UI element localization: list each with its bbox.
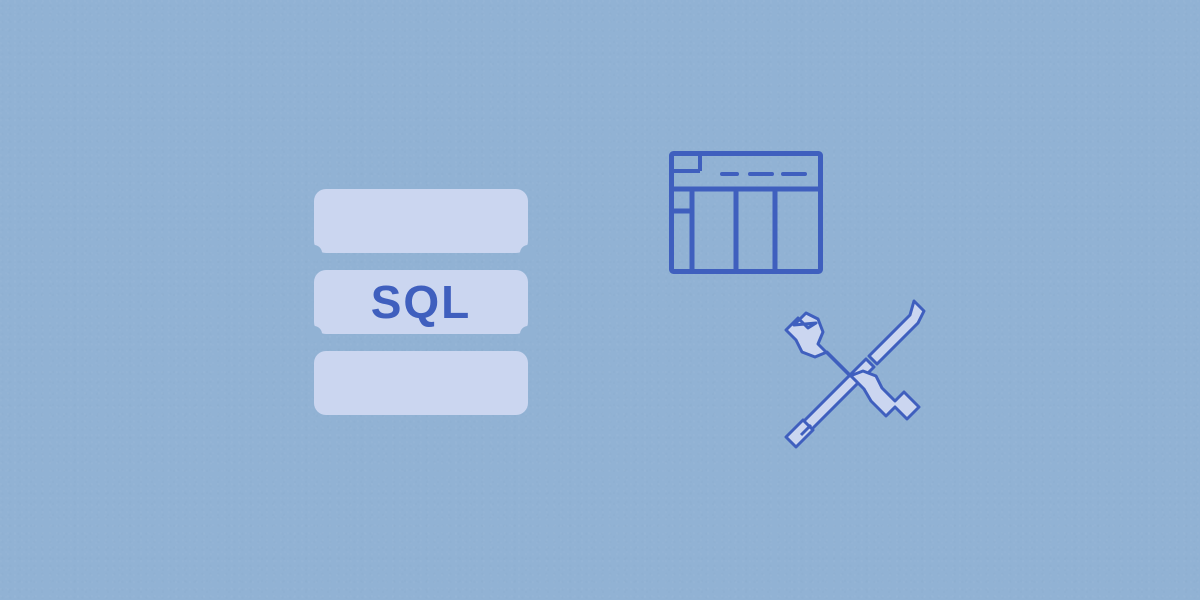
database-notch	[520, 326, 536, 342]
database-notch	[306, 326, 322, 342]
database-icon: SQL	[306, 189, 536, 415]
database-notch	[306, 245, 322, 261]
database-bottom-layer	[314, 351, 528, 415]
database-notch	[520, 245, 536, 261]
database-middle-layer	[314, 270, 528, 334]
tools-icon	[784, 299, 926, 449]
screwdriver-grip-line	[799, 423, 813, 437]
database-top-layer	[314, 189, 528, 253]
wrench-icon	[784, 311, 921, 421]
sql-label: SQL	[370, 276, 472, 328]
table-icon	[669, 151, 823, 274]
